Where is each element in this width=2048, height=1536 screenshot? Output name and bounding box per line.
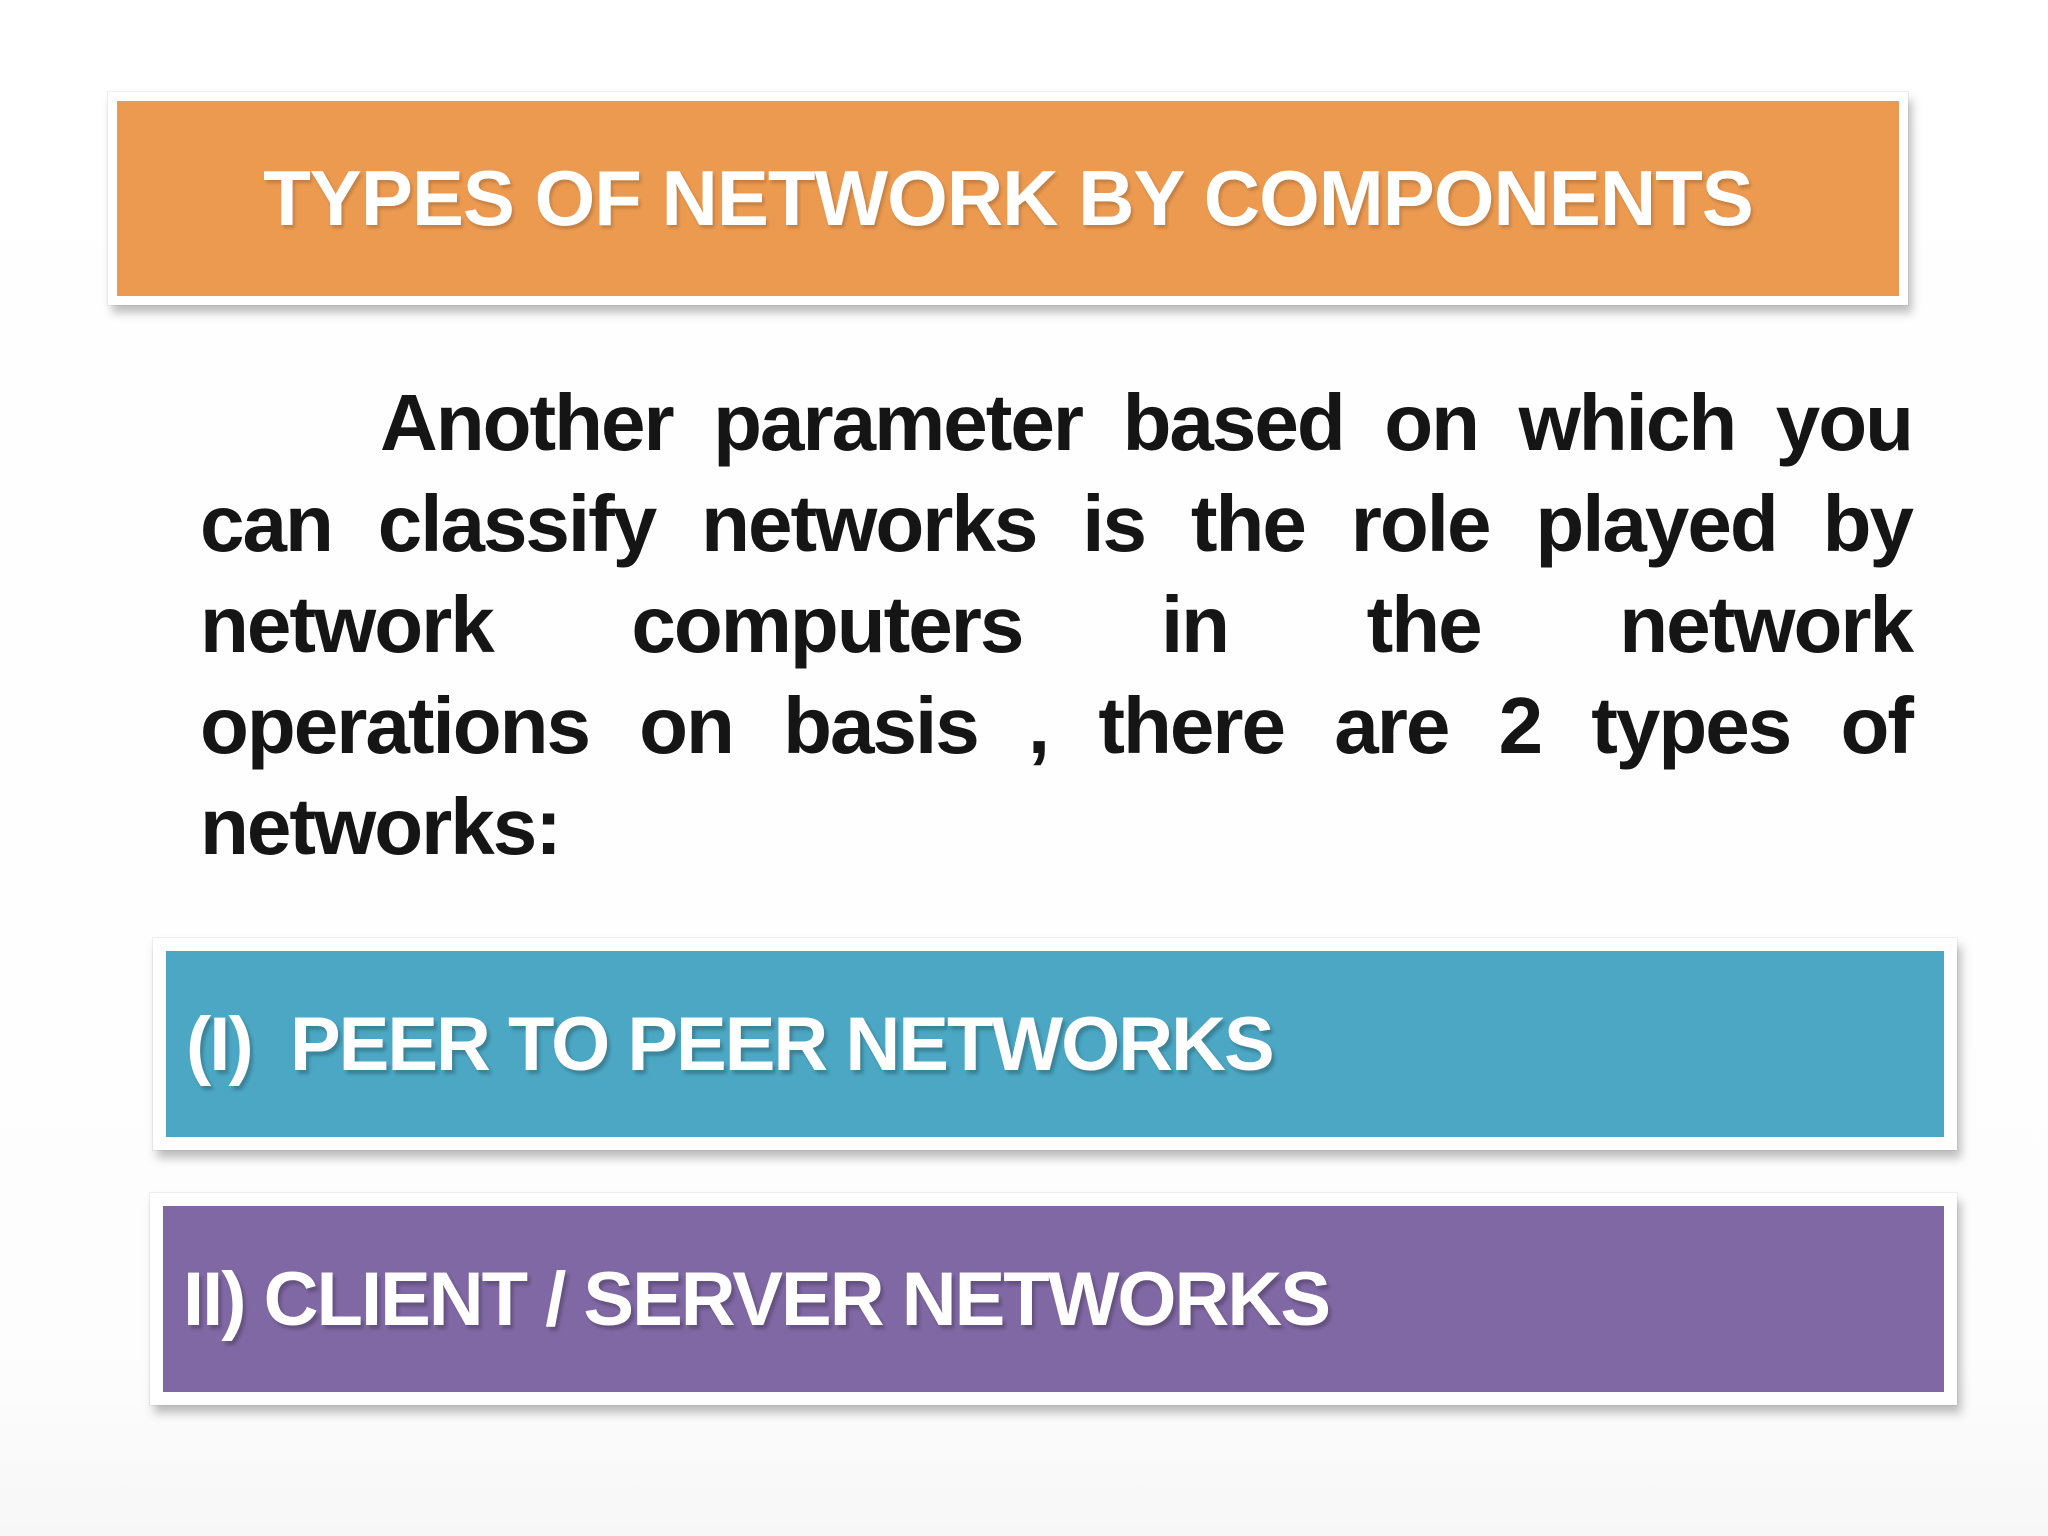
item-client-server-bar: II) CLIENT / SERVER NETWORKS <box>150 1193 1957 1405</box>
item-peer-to-peer-bar: (I) PEER TO PEER NETWORKS <box>153 938 1957 1150</box>
paragraph-line: operations on basis , there are 2 types … <box>200 681 1914 770</box>
paragraph-line: network computers in the network <box>200 580 1914 669</box>
paragraph-line: Another parameter based on which you <box>380 378 1914 467</box>
body-paragraph: Another parameter based on which you can… <box>200 372 1914 877</box>
item-peer-to-peer-label: (I) PEER TO PEER NETWORKS <box>186 1001 1275 1087</box>
paragraph-line: can classify networks is the role played… <box>200 479 1914 568</box>
slide-title: TYPES OF NETWORK BY COMPONENTS <box>263 154 1754 242</box>
item-client-server-label: II) CLIENT / SERVER NETWORKS <box>183 1256 1331 1342</box>
paragraph-line: networks: <box>200 782 562 871</box>
title-banner: TYPES OF NETWORK BY COMPONENTS <box>108 92 1908 305</box>
